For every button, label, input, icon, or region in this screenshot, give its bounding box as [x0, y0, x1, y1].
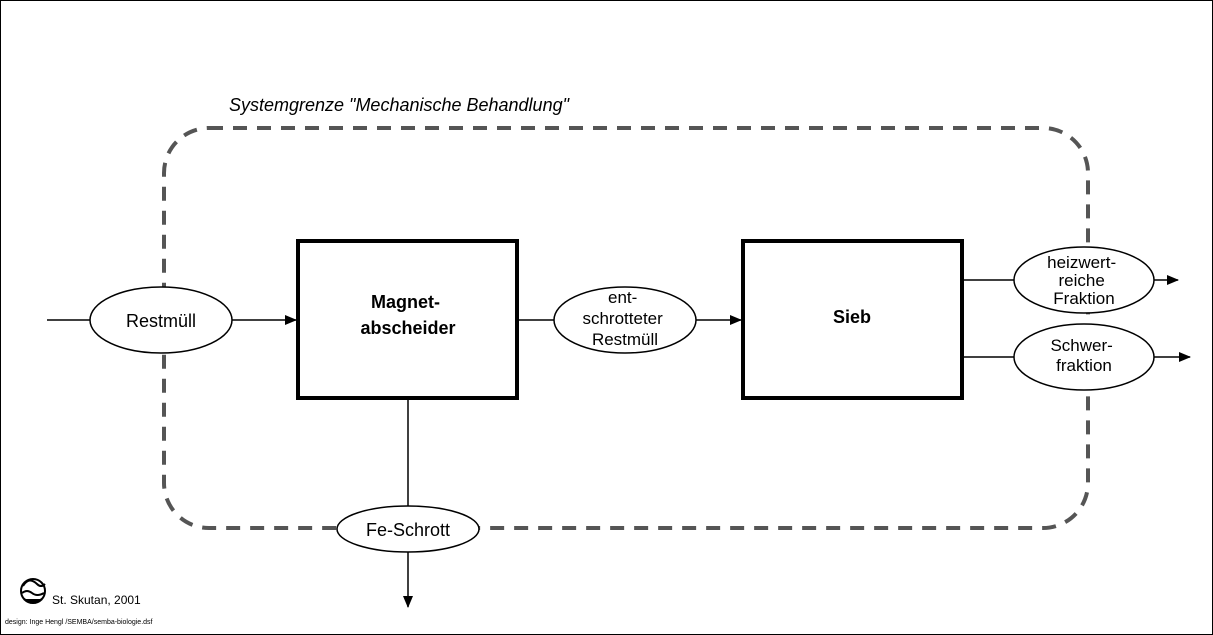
restmuell-ellipse	[89, 286, 233, 354]
heizwert-ellipse	[1013, 246, 1155, 314]
fe-schrott-label: Fe-Schrott	[366, 520, 450, 540]
semba-logo-icon	[20, 578, 46, 604]
magnetabscheider-label: Magnet- abscheider	[360, 292, 455, 338]
entschrottet-label: ent- schrotteter Restmüll	[582, 288, 667, 349]
system-boundary-label: Systemgrenze "Mechanische Behandlung"	[229, 95, 571, 115]
footer-author: St. Skutan, 2001	[52, 593, 141, 607]
footer-design: design: Inge Hengl /SEMBA/semba-biologie…	[5, 619, 153, 626]
schwer-ellipse	[1013, 323, 1155, 391]
restmuell-label: Restmüll	[126, 311, 196, 331]
sieb-box	[741, 239, 964, 400]
fe-schrott-ellipse	[336, 505, 480, 553]
schwer-label: Schwer- fraktion	[1050, 336, 1117, 375]
magnetabscheider-box	[296, 239, 519, 400]
entschrottet-ellipse	[553, 286, 697, 354]
heizwert-label: heizwert- reiche Fraktion	[1047, 253, 1121, 308]
sieb-label: Sieb	[833, 307, 871, 327]
